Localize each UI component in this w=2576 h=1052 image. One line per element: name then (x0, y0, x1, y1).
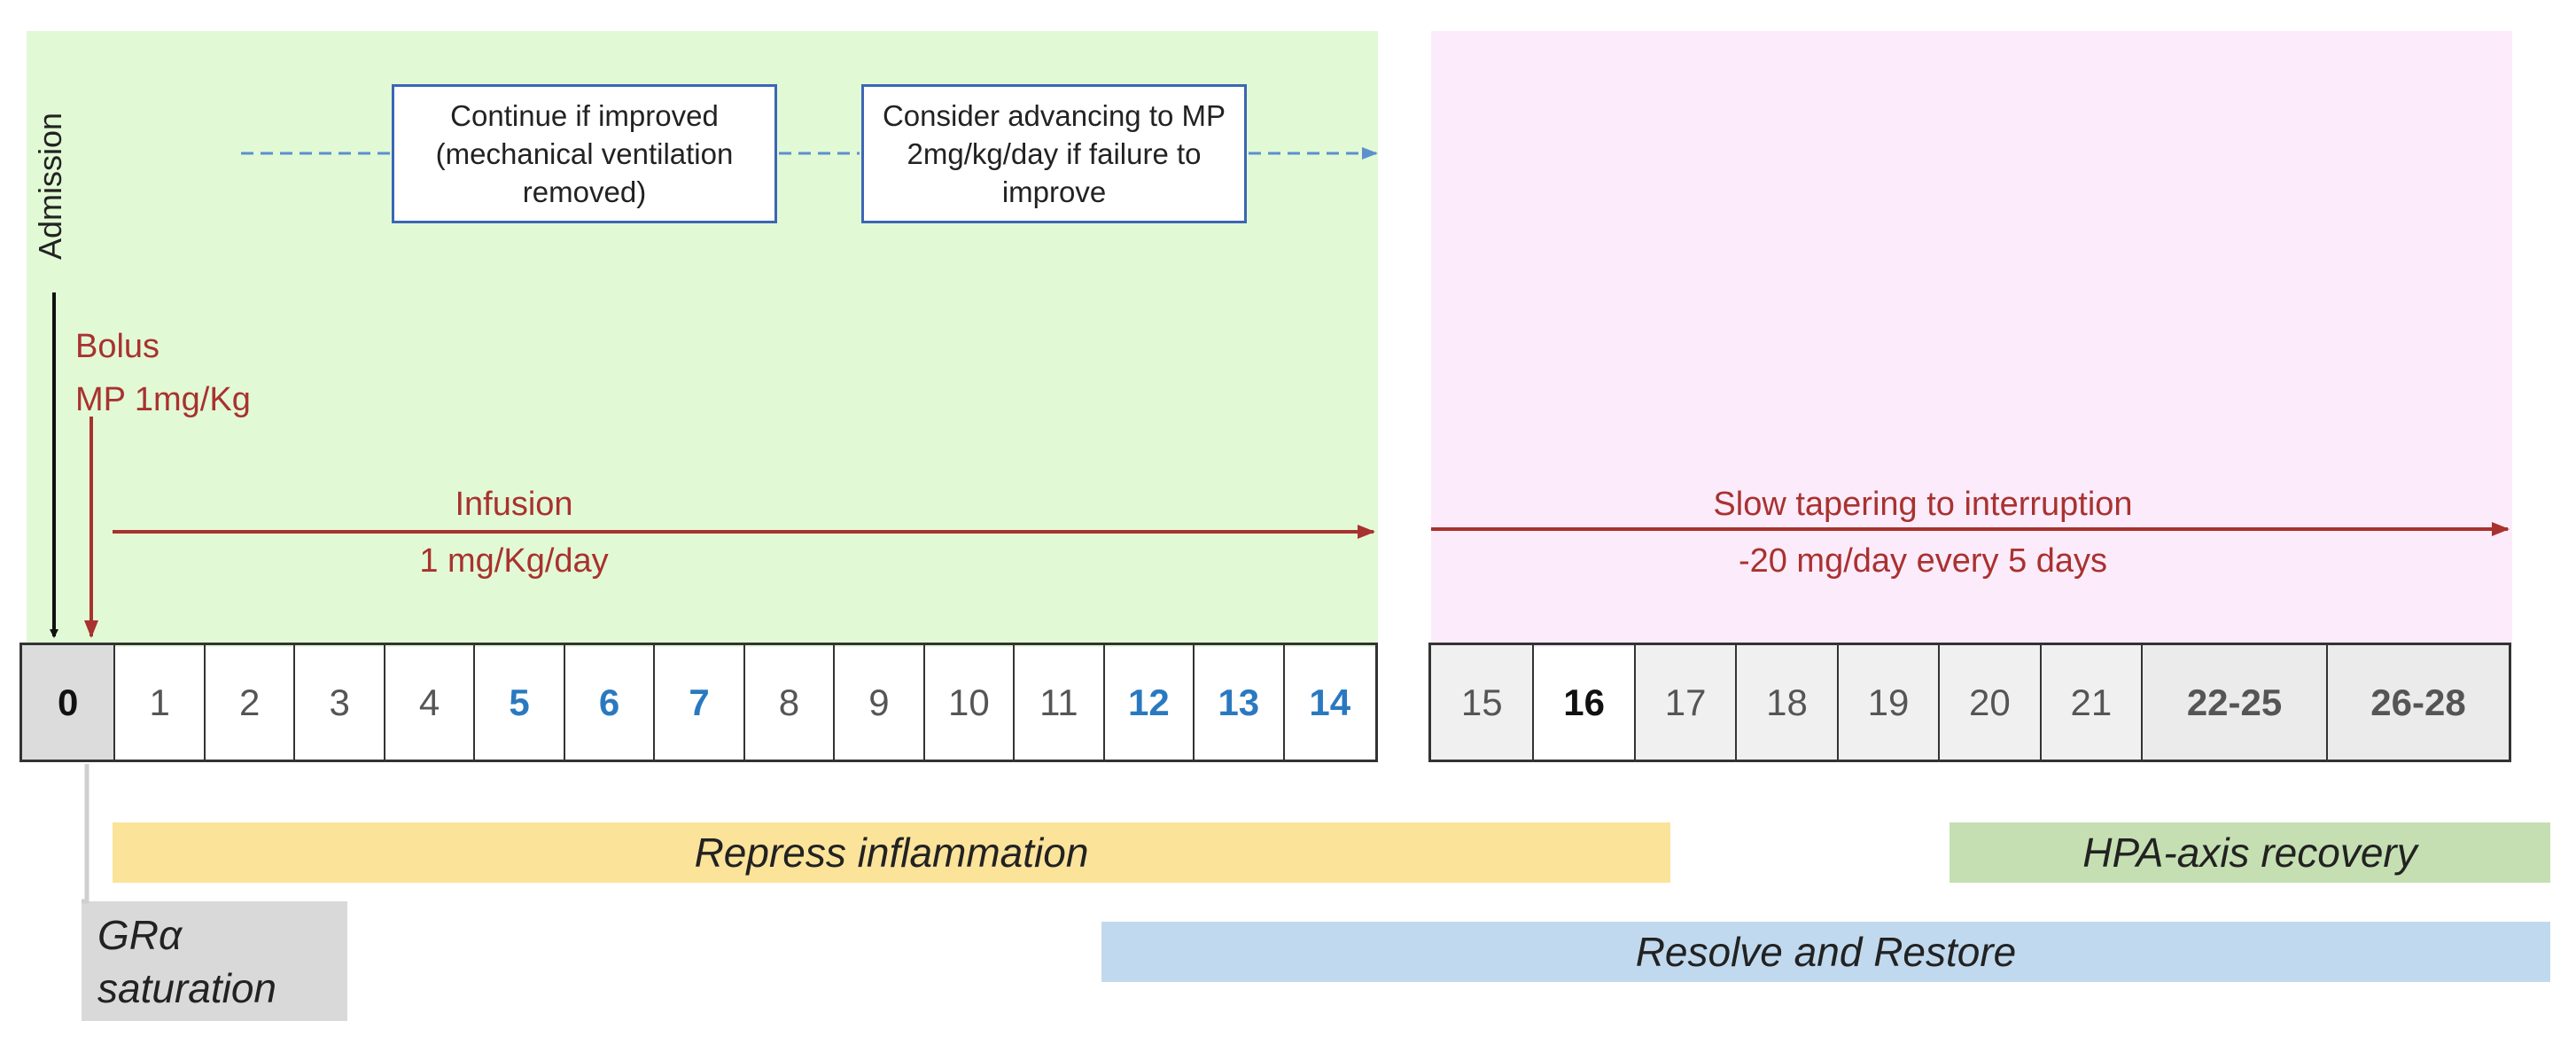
day-cell: 26-28 (2328, 645, 2509, 760)
resolve-and-restore-bar: Resolve and Restore (1101, 922, 2550, 982)
saturation-label: saturation (97, 965, 277, 1011)
day-cell: 9 (835, 645, 925, 760)
day-cell: 5 (475, 645, 565, 760)
gr-alpha-label: GRα (97, 912, 183, 958)
day-cell: 1 (115, 645, 206, 760)
day-cell: 22-25 (2143, 645, 2329, 760)
note-continue-text: Continue if improved (mechanical ventila… (435, 99, 734, 208)
day-cell: 13 (1195, 645, 1285, 760)
note-consider-text: Consider advancing to MP 2mg/kg/day if f… (882, 99, 1226, 208)
tapering-phase-panel (1431, 31, 2512, 647)
day-row-hospital: 0 1 2 3 4 5 6 7 8 9 10 11 12 13 14 (19, 643, 1378, 762)
day-cell: 15 (1431, 645, 1535, 760)
note-continue-if-improved: Continue if improved (mechanical ventila… (392, 84, 777, 223)
day-cell: 10 (925, 645, 1016, 760)
day-cell: 18 (1737, 645, 1839, 760)
day-cell: 3 (295, 645, 385, 760)
day-cell: 4 (385, 645, 476, 760)
day-cell: 12 (1105, 645, 1195, 760)
infusion-dose: 1 mg/Kg/day (419, 542, 609, 580)
day-cell: 14 (1309, 681, 1351, 723)
infusion-title: Infusion (455, 486, 573, 523)
day-cell: 17 (1635, 645, 1738, 760)
day-cell: 16 (1534, 645, 1636, 760)
bolus-label: Bolus (75, 328, 160, 365)
resolve-and-restore-label: Resolve and Restore (1635, 929, 2017, 975)
hpa-axis-recovery-bar: HPA-axis recovery (1950, 822, 2550, 883)
day-cell: 21 (2041, 645, 2144, 760)
gr-alpha-saturation-box: GRα saturation (82, 901, 347, 1021)
bolus-dose-label: MP 1mg/Kg (75, 381, 251, 418)
hpa-axis-recovery-label: HPA-axis recovery (2082, 830, 2417, 876)
day-cell: 11 (1015, 645, 1105, 760)
day-cell: 6 (565, 645, 656, 760)
day-cell: 0 (22, 645, 116, 760)
day-cell: 8 (745, 645, 836, 760)
gr-connector-line (82, 764, 89, 904)
repress-inflammation-label: Repress inflammation (694, 830, 1089, 876)
day-cell: 7 (655, 645, 745, 760)
day-row-tapering: 15 16 17 18 19 20 21 22-25 26-28 (1428, 643, 2511, 762)
day-cell: 20 (1940, 645, 2042, 760)
repress-inflammation-bar: Repress inflammation (113, 822, 1670, 883)
day-cell: 2 (206, 645, 296, 760)
tapering-title: Slow tapering to interruption (1713, 486, 2133, 523)
tapering-dose: -20 mg/day every 5 days (1738, 542, 2108, 580)
day-cell: 19 (1838, 645, 1941, 760)
note-consider-advancing: Consider advancing to MP 2mg/kg/day if f… (861, 84, 1247, 223)
